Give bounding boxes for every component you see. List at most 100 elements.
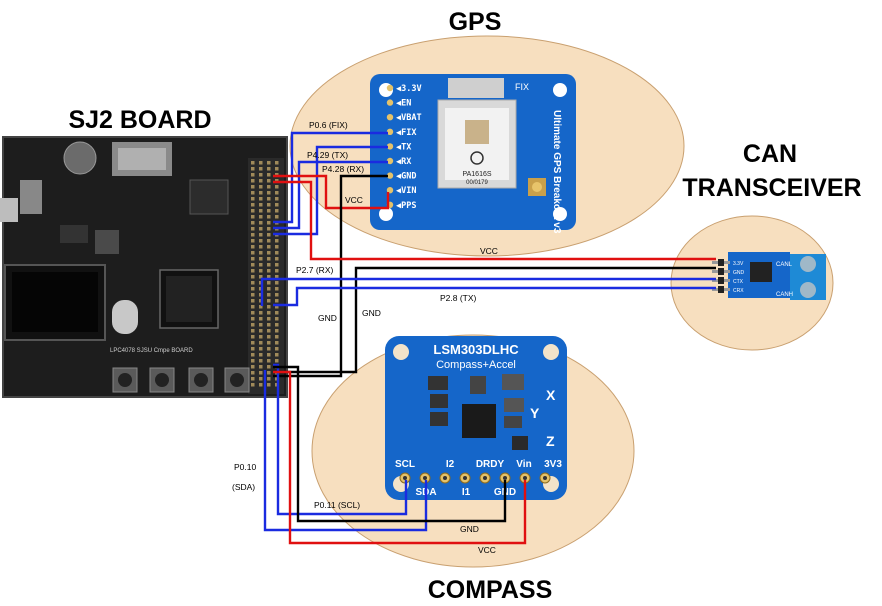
header-pin (251, 365, 255, 369)
wire-label-rx: P4.28 (RX) (322, 164, 364, 174)
gps-pin-pad (386, 99, 394, 106)
header-pin (267, 239, 271, 243)
header-pin (275, 323, 279, 327)
header-pin (275, 275, 279, 279)
header-pin (275, 173, 279, 177)
header-pin (259, 317, 263, 321)
gps-pin-label: ◀EN (396, 99, 411, 109)
header-pin (251, 383, 255, 387)
header-pin (275, 251, 279, 255)
header-pin (259, 341, 263, 345)
header-pin (259, 383, 263, 387)
wire-label-vcc-compass: VCC (478, 545, 496, 555)
header-pin (267, 203, 271, 207)
header-pin (267, 167, 271, 171)
header-pin (267, 251, 271, 255)
header-pin (267, 305, 271, 309)
wire-gps-gnd (273, 174, 388, 378)
header-pin (259, 179, 263, 183)
wire-label-sda-2: (SDA) (232, 482, 255, 492)
header-pin (259, 197, 263, 201)
header-pin (259, 233, 263, 237)
header-pin (259, 251, 263, 255)
wire-label-vcc-gps: VCC (345, 195, 363, 205)
header-pin (259, 377, 263, 381)
gps-pin-label: ◀GND (396, 172, 416, 182)
header-pin (259, 275, 263, 279)
gps-pin-pad (386, 187, 394, 194)
header-pin (267, 323, 271, 327)
header-pin (251, 239, 255, 243)
header-pin (267, 371, 271, 375)
header-pin (267, 197, 271, 201)
header-pin (275, 257, 279, 261)
header-pin (259, 209, 263, 213)
header-pin (251, 191, 255, 195)
gps-pin-label: ◀PPS (396, 201, 416, 211)
compass-pin-label-top: 3V3 (544, 459, 562, 470)
header-pin (251, 335, 255, 339)
header-pin (267, 257, 271, 261)
header-pin (259, 281, 263, 285)
wire-gps-vcc (273, 174, 390, 210)
gps-pin-pad (386, 114, 394, 121)
can-pin-label: GND (733, 270, 745, 276)
header-pin (251, 233, 255, 237)
header-pin (267, 269, 271, 273)
wire-label-gnd-a: GND (318, 313, 337, 323)
header-pin (251, 317, 255, 321)
header-pin (259, 371, 263, 375)
gps-pin-pad (386, 157, 394, 165)
header-pin (259, 311, 263, 315)
wire-label-vcc-can: VCC (480, 246, 498, 256)
header-pin (267, 221, 271, 225)
header-pin (267, 173, 271, 177)
header-pin (251, 251, 255, 255)
header-pin (251, 341, 255, 345)
header-pin (275, 287, 279, 291)
header-pin (267, 341, 271, 345)
compass-axis-z: Z (546, 433, 555, 449)
header-pin (251, 167, 255, 171)
wire-label-gnd-b: GND (362, 308, 381, 318)
compass-pin-hole (423, 476, 427, 480)
header-pin (275, 341, 279, 345)
compass-pin-hole (443, 476, 447, 480)
header-pin (251, 197, 255, 201)
header-pin (251, 329, 255, 333)
header-pin (275, 359, 279, 363)
can-pin-housing (718, 268, 724, 275)
header-pin (251, 221, 255, 225)
header-pin (251, 275, 255, 279)
compass-pin-hole (463, 476, 467, 480)
wire-label-scl: P0.11 (SCL) (314, 500, 360, 510)
header-pin (267, 275, 271, 279)
header-pin (275, 197, 279, 201)
compass-axis-y: Y (530, 405, 540, 421)
header-pin (267, 287, 271, 291)
can-pin-label: CRX (733, 288, 744, 294)
wire-label-fix: P0.6 (FIX) (309, 120, 348, 130)
header-pin (275, 167, 279, 171)
wire-can-rx (260, 277, 716, 306)
header-pin (251, 245, 255, 249)
gps-title: GPS (449, 8, 502, 36)
wire-label-can-tx: P2.8 (TX) (440, 293, 477, 303)
wire-can-vcc (273, 180, 716, 261)
wire-compass-gnd (273, 365, 507, 523)
header-pin (275, 263, 279, 267)
compass-pin-hole (403, 476, 407, 480)
header-pin (259, 293, 263, 297)
can-canl-label: CANL (776, 262, 793, 268)
header-pin (259, 365, 263, 369)
header-pin (251, 305, 255, 309)
can-canh-label: CANH (776, 292, 793, 298)
header-pin (267, 215, 271, 219)
gps-pin-label: ◀3.3V (396, 84, 422, 94)
gps-pin-label: ◀FIX (396, 128, 416, 138)
compass-pin-hole (543, 476, 547, 480)
header-pin (267, 161, 271, 165)
wire-rx (273, 145, 388, 236)
